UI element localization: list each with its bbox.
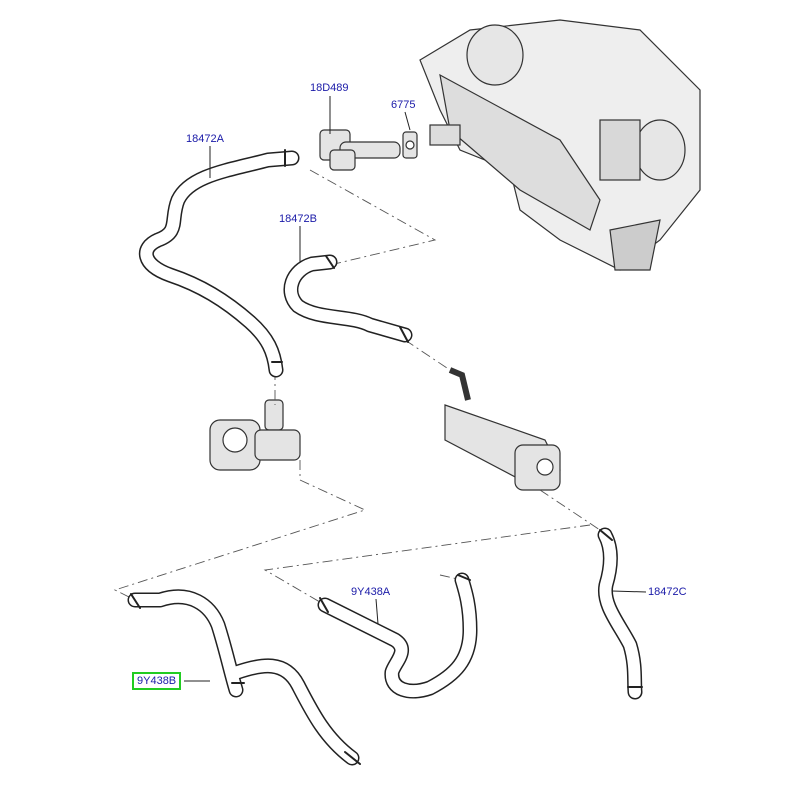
part-label-6775[interactable]: 6775 (391, 99, 416, 111)
heater-unit (419, 19, 701, 271)
part-label-18472c[interactable]: 18472C (648, 586, 687, 598)
part-label-9y438b-highlighted[interactable]: 9Y438B (132, 672, 182, 690)
part-label-9y438a[interactable]: 9Y438A (351, 586, 391, 598)
connection-lines (113, 169, 601, 606)
part-label-18472b[interactable]: 18472B (279, 213, 317, 225)
egr-cooler (444, 367, 561, 491)
part-label-18d489[interactable]: 18D489 (310, 82, 349, 94)
valve-part (319, 129, 418, 171)
leader-lines (184, 96, 647, 682)
thermostat-housing (209, 399, 301, 471)
part-label-18472a[interactable]: 18472A (186, 133, 224, 145)
hoses (127, 149, 643, 766)
